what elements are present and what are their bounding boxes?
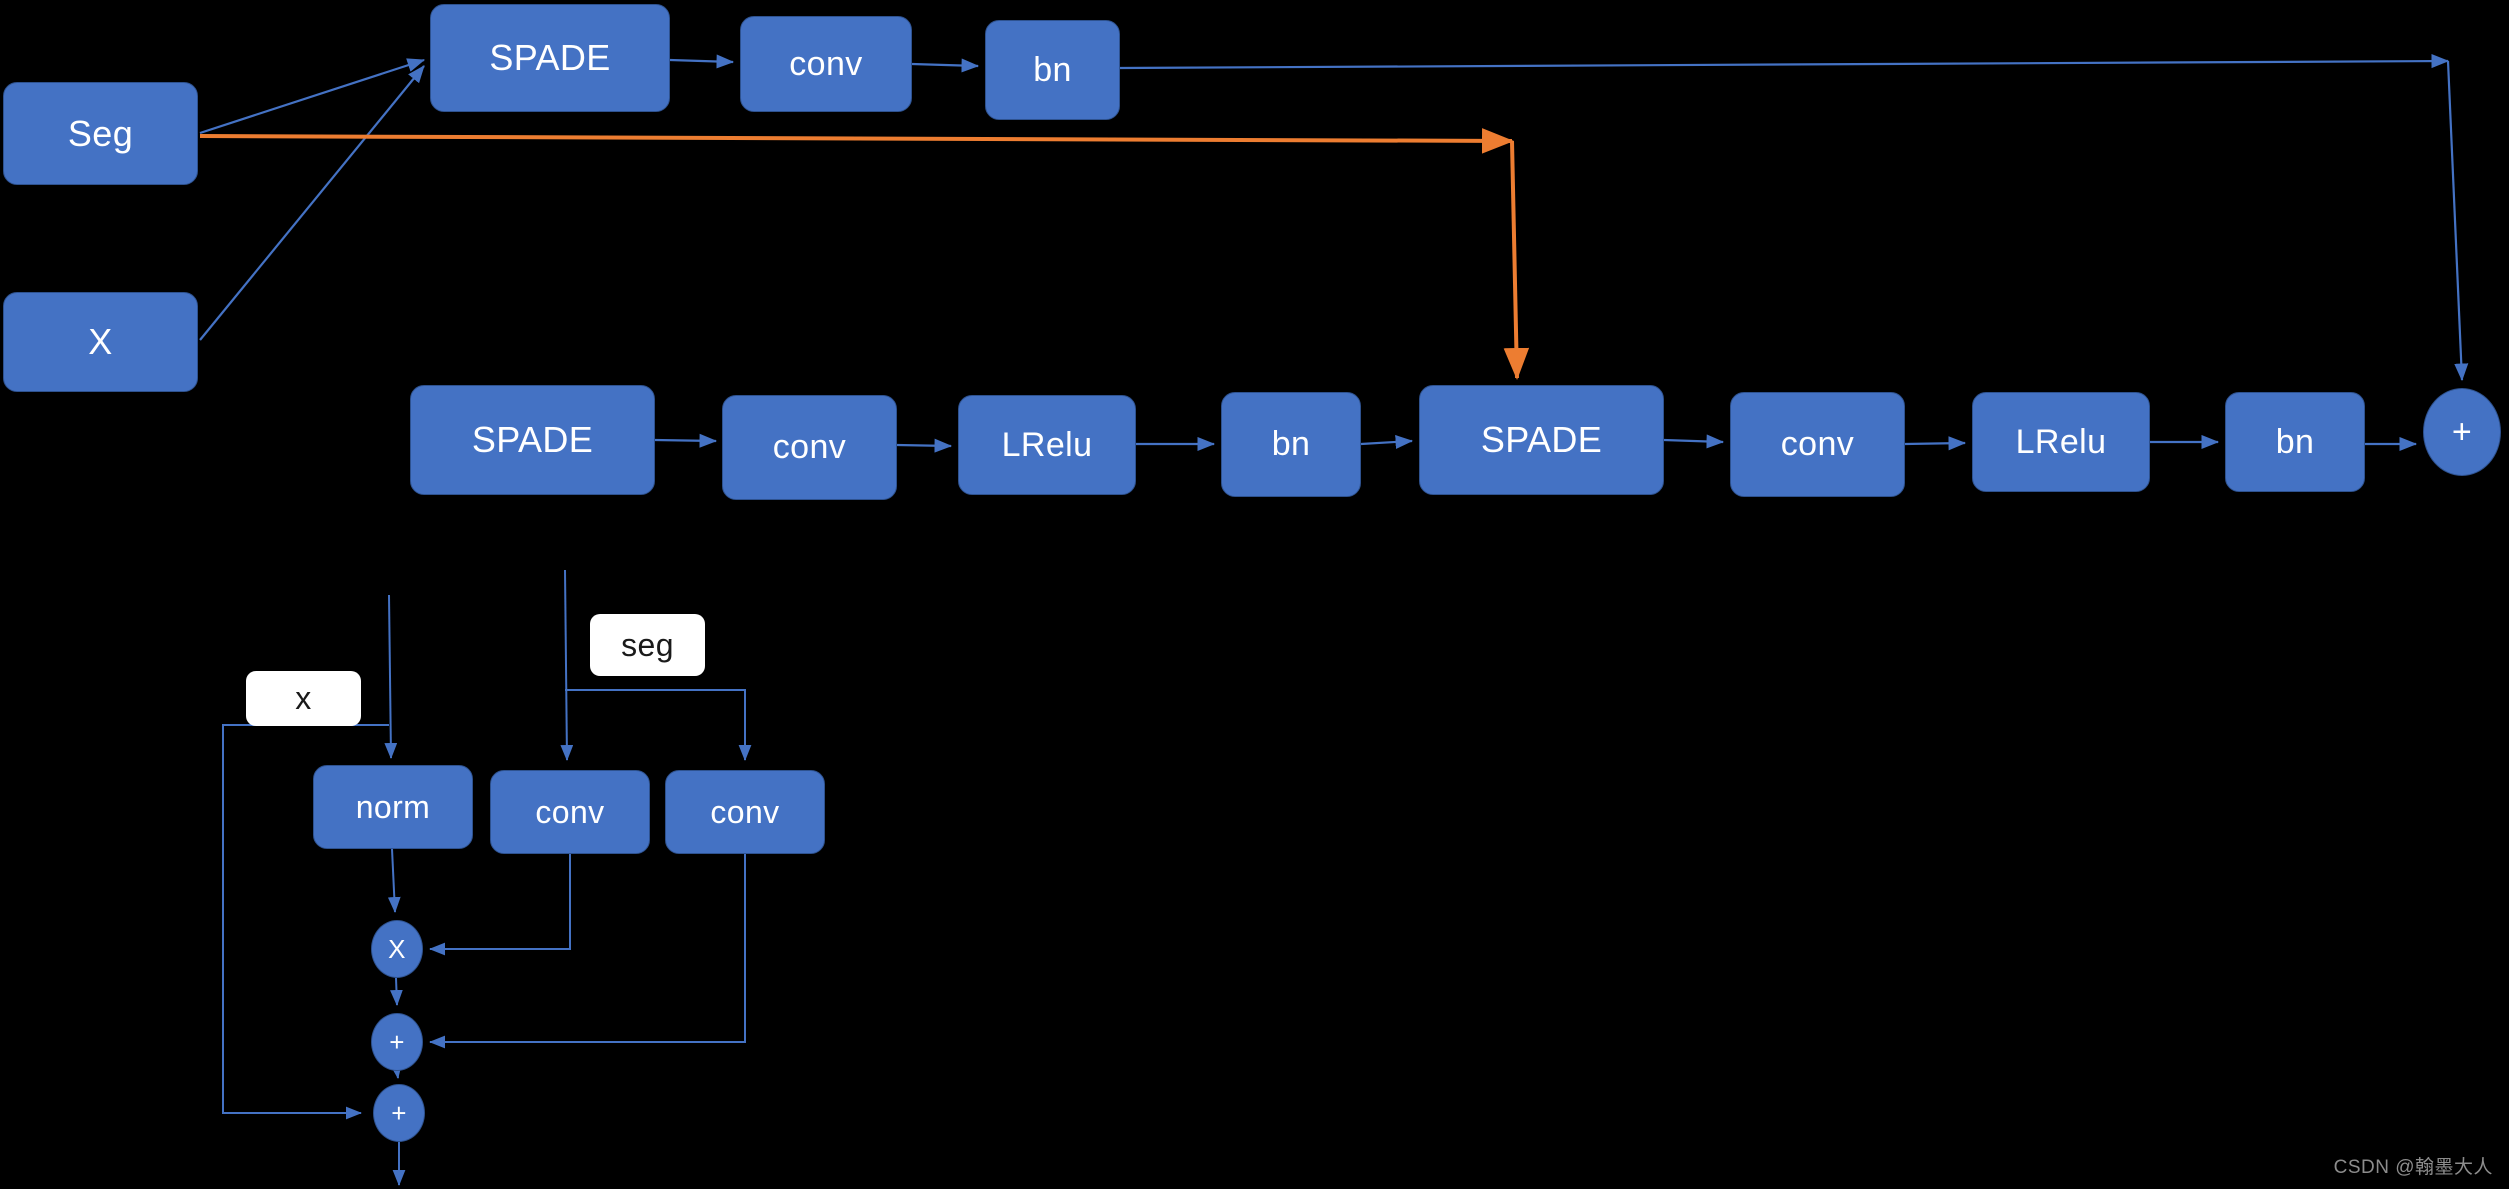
node-detail-add-1[interactable]: + <box>371 1013 423 1071</box>
node-mid-conv-2[interactable]: conv <box>1730 392 1905 497</box>
edge-seg-to-top-spade <box>199 58 426 135</box>
node-detail-conv-1[interactable]: conv <box>490 770 650 854</box>
node-label: bn <box>1033 50 1072 89</box>
node-top-spade[interactable]: SPADE <box>430 4 670 112</box>
node-mid-bn-2[interactable]: bn <box>2225 392 2365 492</box>
edge-top-bn-to-corner <box>1119 54 2450 70</box>
edge-detail-seg-to-conv1 <box>560 569 574 761</box>
edge-detail-add1-to-add2 <box>389 1062 403 1079</box>
node-label: bn <box>1271 425 1311 463</box>
edge-m-spade1-conv1 <box>654 433 718 448</box>
label-text: seg <box>621 626 674 663</box>
node-label: + <box>391 1097 407 1128</box>
watermark: CSDN @翰墨大人 <box>2333 1157 2493 1178</box>
node-label: bn <box>2275 422 2315 461</box>
node-mid-lrelu-2[interactable]: LRelu <box>1972 392 2150 492</box>
edge-detail-seg-to-conv2 <box>565 689 752 761</box>
node-detail-norm[interactable]: norm <box>313 765 473 849</box>
node-label: LRelu <box>1001 425 1093 464</box>
node-mid-add-circle[interactable]: + <box>2423 388 2501 476</box>
edge-orange-down-to-spade2 <box>1503 140 1530 380</box>
edge-top-conv-to-bn <box>911 58 980 73</box>
node-label: X <box>88 321 113 362</box>
node-label: X <box>388 933 406 964</box>
node-detail-conv-2[interactable]: conv <box>665 770 825 854</box>
node-label: conv <box>535 793 605 830</box>
node-label: conv <box>710 793 780 830</box>
node-label: LRelu <box>2015 422 2107 461</box>
node-label: SPADE <box>471 419 594 460</box>
node-seg-input[interactable]: Seg <box>3 82 198 185</box>
edge-detail-conv1-to-mul <box>429 854 571 956</box>
edge-m-bn1-spade2 <box>1360 434 1414 449</box>
node-label: SPADE <box>1480 419 1603 460</box>
node-x-input[interactable]: X <box>3 292 198 392</box>
edge-seg-orange-horizontal <box>199 128 1514 154</box>
node-mid-spade-1[interactable]: SPADE <box>410 385 655 495</box>
edge-detail-norm-to-mul <box>387 848 401 913</box>
node-label: Seg <box>67 112 134 154</box>
edge-detail-mul-to-add1 <box>390 977 403 1006</box>
node-mid-spade-2[interactable]: SPADE <box>1419 385 1664 495</box>
edge-m-spade2-conv2 <box>1663 434 1725 449</box>
edge-corner-to-add <box>2446 60 2469 382</box>
edge-x-to-top-spade <box>199 65 425 341</box>
node-top-conv[interactable]: conv <box>740 16 912 112</box>
node-label: conv <box>789 44 863 83</box>
label-detail-x: x <box>246 671 361 726</box>
node-detail-multiply[interactable]: X <box>371 920 423 978</box>
node-mid-lrelu-1[interactable]: LRelu <box>958 395 1136 495</box>
label-text: x <box>295 680 312 716</box>
node-label: SPADE <box>489 37 611 78</box>
node-top-bn[interactable]: bn <box>985 20 1120 120</box>
node-label: norm <box>355 788 431 825</box>
node-label: conv <box>1780 425 1855 463</box>
node-mid-conv-1[interactable]: conv <box>722 395 897 500</box>
node-mid-bn-1[interactable]: bn <box>1221 392 1361 497</box>
edge-detail-conv2-to-add1 <box>429 854 746 1049</box>
edge-m-conv2-lrelu2 <box>1904 436 1967 451</box>
label-detail-seg: seg <box>590 614 705 676</box>
node-detail-add-2[interactable]: + <box>373 1084 425 1142</box>
edge-detail-x-to-norm <box>384 594 398 759</box>
node-label: + <box>2451 412 2473 451</box>
node-label: conv <box>772 428 847 466</box>
edge-m-conv1-lrelu1 <box>896 438 953 453</box>
node-label: + <box>389 1026 405 1057</box>
edge-top-spade-to-conv <box>669 54 735 69</box>
